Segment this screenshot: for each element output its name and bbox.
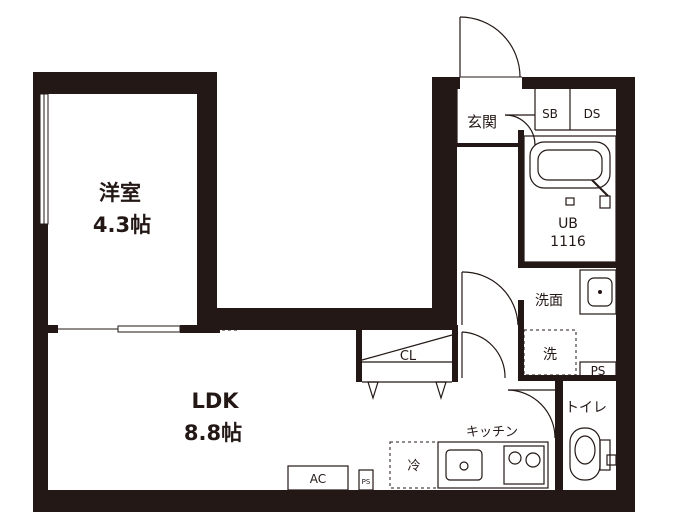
ac-label: AC <box>310 472 326 486</box>
kitchen-counter <box>389 441 549 489</box>
western-room-size: 4.3帖 <box>93 213 151 237</box>
ps-bottom-box <box>358 469 374 491</box>
windows <box>39 93 240 333</box>
unit-bath-fixtures <box>523 135 617 263</box>
ldk-room-size: 8.8帖 <box>184 421 242 445</box>
ps-right-label: PS <box>591 364 606 378</box>
kitchen-label: キッチン <box>466 425 518 440</box>
sb-label: SB <box>542 107 558 121</box>
toilet-fixture <box>569 427 617 481</box>
ds-label: DS <box>584 107 601 121</box>
wash-basin <box>579 269 617 315</box>
ub-size-label: 1116 <box>550 234 586 250</box>
ldk-room-name: LDK <box>191 389 239 413</box>
fridge-label: 冷 <box>407 459 420 474</box>
ub-label: UB <box>558 216 578 232</box>
toilet-label: トイレ <box>565 400 607 416</box>
washroom-label: 洗面 <box>535 293 563 309</box>
entrance-door <box>459 16 522 78</box>
cl-label: CL <box>400 349 417 364</box>
entrance-label: 玄関 <box>467 113 497 131</box>
washer-space <box>523 329 577 376</box>
walls <box>33 72 635 512</box>
washer-label: 洗 <box>543 347 557 363</box>
closet <box>361 334 453 401</box>
ps-bottom-label: PS <box>362 478 371 486</box>
ps-right-box <box>579 361 617 381</box>
western-room-name: 洋室 <box>99 181 141 205</box>
ac-box <box>287 465 349 491</box>
